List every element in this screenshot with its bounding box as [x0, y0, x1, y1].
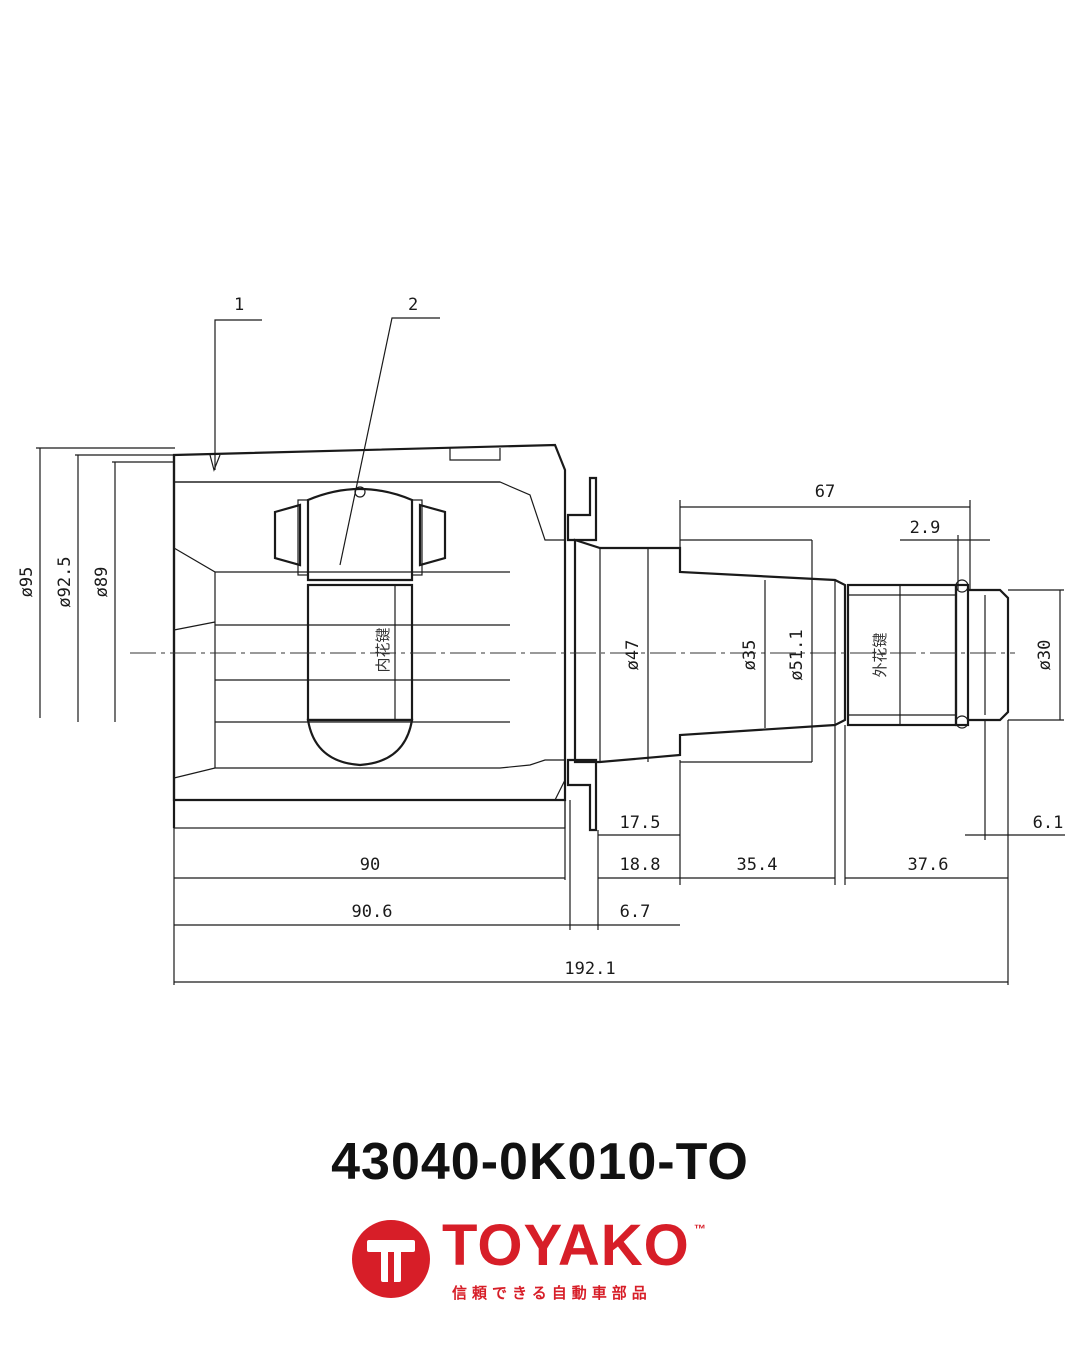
- dim-18-8: 18.8: [620, 855, 661, 875]
- balloon-leaders: 1 2: [214, 295, 440, 566]
- dim-37-6: 37.6: [908, 855, 949, 875]
- right-diameter-dimensions: ø47 ø35 ø51.1 ø30: [623, 539, 1064, 763]
- dim-6-1: 6.1: [1033, 813, 1064, 833]
- dim-35-4: 35.4: [737, 855, 778, 875]
- brand-logo: TOYAKO ™ 信頼できる自動車部品: [352, 1213, 752, 1308]
- balloon-2: 2: [408, 295, 418, 315]
- dim-2-9: 2.9: [910, 518, 941, 538]
- dim-192-1: 192.1: [564, 959, 615, 979]
- left-diameter-dimensions: ø95 ø92.5 ø89: [17, 447, 175, 722]
- outer-spline-label: 外花键: [871, 632, 889, 677]
- inner-spline-label: 内花键: [374, 627, 392, 672]
- trademark-symbol: ™: [694, 1222, 706, 1236]
- part-number: 43040-0K010-TO: [331, 1133, 749, 1191]
- balloon-1: 1: [234, 295, 244, 315]
- brand-name: TOYAKO: [442, 1213, 690, 1278]
- toyako-t-icon: [352, 1220, 430, 1298]
- top-length-dimensions: 67 2.9: [679, 482, 990, 590]
- dim-17-5: 17.5: [620, 813, 661, 833]
- technical-drawing: 内花键 外花键 1 2 ø95 ø92.5 ø8: [17, 295, 1065, 985]
- dim-d30: ø30: [1035, 640, 1055, 671]
- dim-67: 67: [815, 482, 835, 502]
- housing: [172, 443, 567, 829]
- dim-d92-5: ø92.5: [55, 556, 75, 607]
- dim-d47: ø47: [623, 640, 643, 671]
- dim-6-7: 6.7: [620, 902, 651, 922]
- dim-90: 90: [360, 855, 380, 875]
- bottom-length-dimensions: 17.5 6.1 90 18.8 35.4 37.6 90.6 6.7 192.…: [173, 720, 1065, 985]
- brand-tagline: 信頼できる自動車部品: [452, 1284, 652, 1302]
- dim-d35: ø35: [740, 640, 760, 671]
- dim-d89: ø89: [92, 567, 112, 598]
- shaft-stem: 外花键: [566, 476, 1010, 832]
- dim-90-6: 90.6: [352, 902, 393, 922]
- dim-d51-1: ø51.1: [787, 629, 807, 680]
- dim-d95: ø95: [17, 567, 37, 598]
- tripod-spider: 内花键: [273, 486, 447, 767]
